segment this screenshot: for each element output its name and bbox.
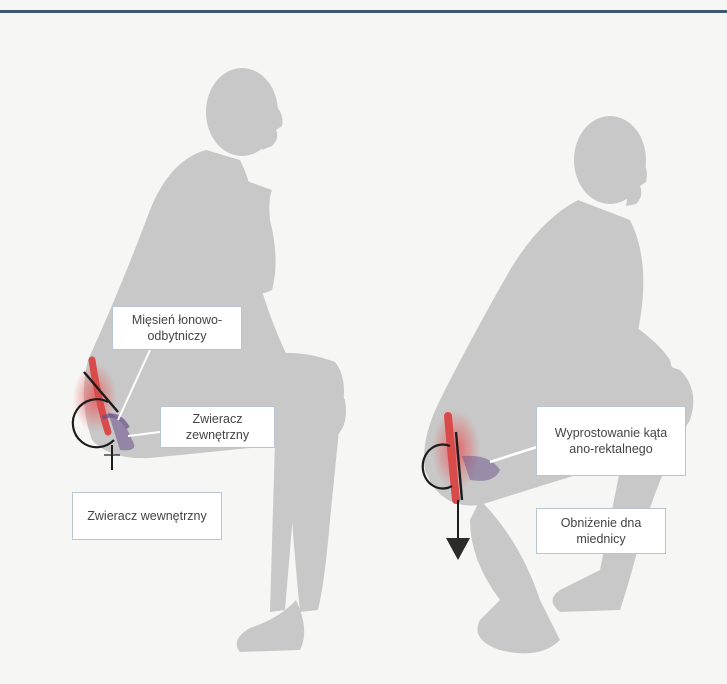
label-internal-sphincter: Zwieracz wewnętrzny bbox=[72, 492, 222, 540]
label-text: Mięsień łonowo-odbytniczy bbox=[117, 312, 237, 344]
label-pelvic-floor: Obniżenie dna miednicy bbox=[536, 508, 666, 554]
label-text: Wyprostowanie kąta ano-rektalnego bbox=[541, 425, 681, 457]
squatting-figure bbox=[424, 116, 693, 653]
label-puborectalis: Mięsień łonowo-odbytniczy bbox=[112, 306, 242, 350]
sitting-figure bbox=[84, 68, 346, 652]
label-text: Obniżenie dna miednicy bbox=[541, 515, 661, 547]
down-arrow-icon bbox=[446, 538, 470, 560]
label-external-sphincter: Zwieracz zewnętrzny bbox=[160, 406, 275, 448]
label-text: Zwieracz zewnętrzny bbox=[165, 411, 270, 443]
label-text: Zwieracz wewnętrzny bbox=[87, 508, 206, 524]
label-anorectal-angle: Wyprostowanie kąta ano-rektalnego bbox=[536, 406, 686, 476]
